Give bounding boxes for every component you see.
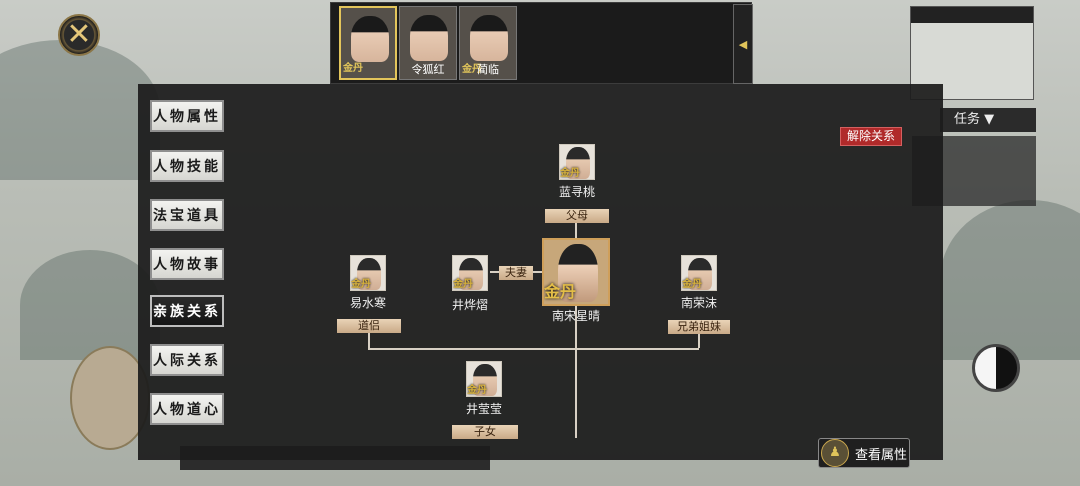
task-label: 任务 bbox=[954, 112, 981, 127]
sibling-portrait[interactable]: 金丹 bbox=[681, 255, 717, 291]
spouse-relation-tag: 夫妻 bbox=[499, 266, 533, 280]
tree-line bbox=[575, 306, 577, 438]
character-name: 蔺临 bbox=[477, 63, 499, 76]
menu-kinship[interactable]: 亲族关系 bbox=[150, 295, 224, 327]
tree-line bbox=[698, 333, 700, 348]
spouse-name: 井烨熠 bbox=[451, 298, 488, 312]
avatar[interactable] bbox=[70, 346, 150, 450]
menu-label: 亲族关系 bbox=[153, 304, 221, 320]
character-portrait bbox=[470, 15, 508, 61]
character-card-1[interactable]: 金丹 bbox=[339, 6, 397, 80]
tree-line bbox=[368, 348, 699, 350]
view-attributes-button[interactable]: ♟ 查看属性 bbox=[818, 438, 910, 468]
daolv-portrait[interactable]: 金丹 bbox=[350, 255, 386, 291]
menu-label: 人物道心 bbox=[153, 402, 221, 418]
menu-label: 人物属性 bbox=[153, 109, 221, 125]
character-icon: ♟ bbox=[821, 439, 849, 467]
tree-line bbox=[368, 333, 370, 348]
tree-line bbox=[575, 222, 577, 238]
close-button[interactable]: ✕ bbox=[58, 14, 100, 56]
child-portrait[interactable]: 金丹 bbox=[466, 361, 502, 397]
menu-skills[interactable]: 人物技能 bbox=[150, 150, 224, 182]
parent-relation-tag: 父母 bbox=[545, 209, 609, 223]
menu-dao-heart[interactable]: 人物道心 bbox=[150, 393, 224, 425]
character-portrait bbox=[410, 15, 448, 61]
golden-core-badge: 金丹 bbox=[560, 168, 580, 179]
character-select-bar: 金丹 令狐红 金丹 蔺临 bbox=[330, 2, 752, 84]
golden-core-badge: 金丹 bbox=[682, 279, 702, 290]
sibling-name: 南荣沫 bbox=[680, 296, 717, 310]
golden-core-badge: 金丹 bbox=[453, 279, 473, 290]
parent-portrait[interactable]: 金丹 bbox=[559, 144, 595, 180]
spouse-portrait[interactable]: 金丹 bbox=[452, 255, 488, 291]
character-portrait bbox=[351, 16, 389, 62]
golden-core-badge: 金丹 bbox=[467, 385, 487, 396]
menu-label: 法宝道具 bbox=[153, 208, 221, 224]
background-hill bbox=[940, 200, 1080, 360]
menu-label: 人际关系 bbox=[153, 353, 221, 369]
character-card-2[interactable]: 令狐红 bbox=[399, 6, 457, 80]
menu-items[interactable]: 法宝道具 bbox=[150, 199, 224, 231]
view-attributes-label: 查看属性 bbox=[855, 447, 908, 463]
background-hill bbox=[0, 40, 160, 180]
daolv-relation-tag: 道侣 bbox=[337, 319, 401, 333]
golden-core-badge: 金丹 bbox=[544, 282, 577, 301]
task-header[interactable]: 任务 ▼ bbox=[940, 108, 1036, 132]
menu-story[interactable]: 人物故事 bbox=[150, 248, 224, 280]
menu-label: 人物技能 bbox=[153, 159, 221, 175]
sibling-relation-tag: 兄弟姐妹 bbox=[668, 320, 730, 334]
collapse-tab[interactable]: ◀ bbox=[733, 4, 753, 84]
remove-relation-button[interactable]: 解除关系 bbox=[840, 127, 902, 146]
golden-core-badge: 金丹 bbox=[462, 64, 482, 75]
minimap-header bbox=[911, 7, 1033, 23]
close-icon: ✕ bbox=[66, 17, 92, 52]
child-relation-tag: 子女 bbox=[452, 425, 518, 439]
golden-core-badge: 金丹 bbox=[351, 279, 371, 290]
daolv-name: 易水寒 bbox=[349, 296, 386, 310]
background-hill bbox=[20, 250, 160, 360]
parent-name: 蓝寻桃 bbox=[558, 185, 595, 199]
menu-attributes[interactable]: 人物属性 bbox=[150, 100, 224, 132]
arrow-left-icon: ◀ bbox=[738, 37, 748, 51]
character-card-3[interactable]: 金丹 蔺临 bbox=[459, 6, 517, 80]
center-character-name: 南宋星晴 bbox=[551, 309, 600, 323]
golden-core-badge: 金丹 bbox=[343, 63, 363, 74]
center-character-portrait[interactable]: 金丹 bbox=[542, 238, 610, 306]
character-name: 令狐红 bbox=[411, 63, 445, 76]
taiji-icon[interactable] bbox=[972, 344, 1020, 392]
child-name: 井莹莹 bbox=[465, 402, 502, 416]
menu-label: 人物故事 bbox=[153, 257, 221, 273]
menu-social[interactable]: 人际关系 bbox=[150, 344, 224, 376]
